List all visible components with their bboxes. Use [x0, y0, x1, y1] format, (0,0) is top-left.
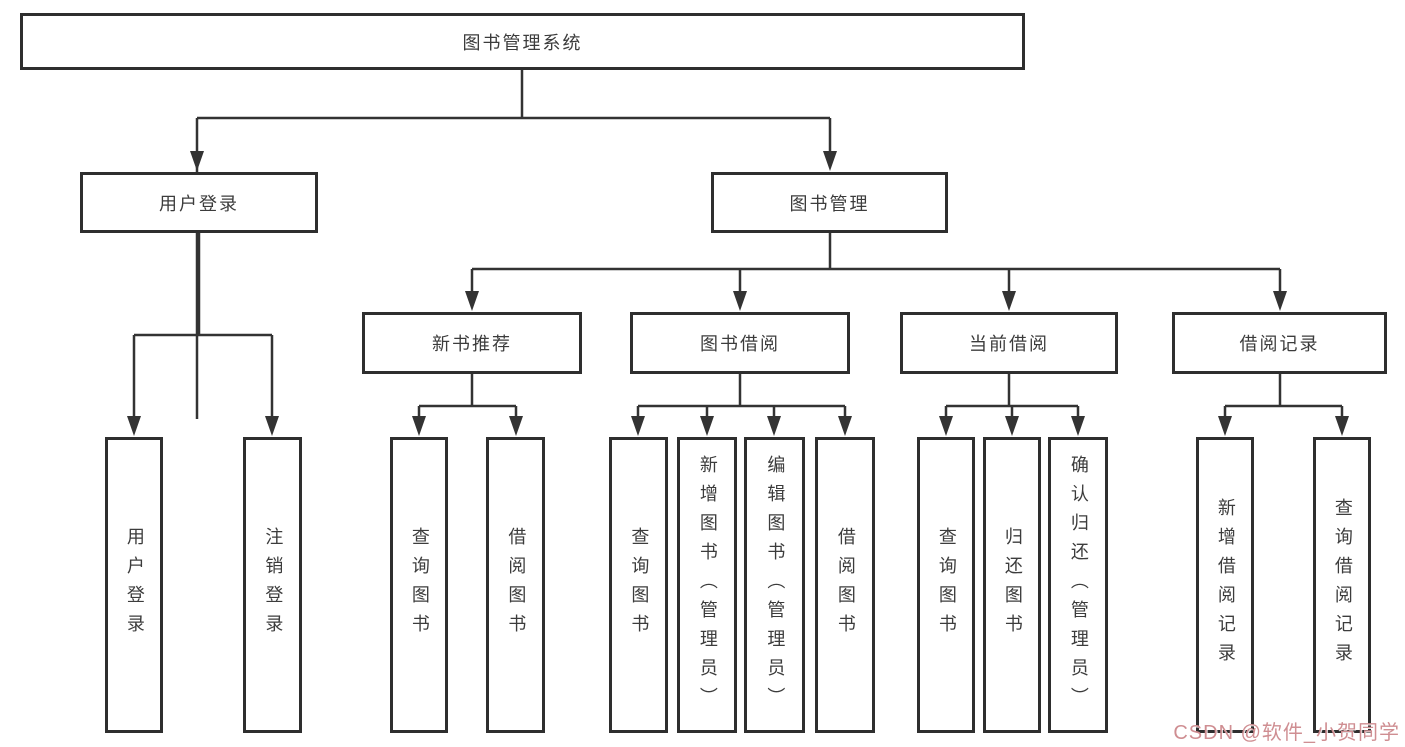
node-root-label: 图书管理系统: [462, 32, 583, 53]
leaf-cb-return-book-label: 归还图书: [1002, 527, 1023, 643]
node-book-management-label: 图书管理: [789, 193, 870, 214]
node-borrow-records-label: 借阅记录: [1239, 334, 1320, 354]
node-user-login-label: 用户登录: [159, 193, 239, 214]
node-book-borrowing: 图书借阅: [630, 312, 850, 374]
leaf-rec-query-book: 查询图书: [390, 437, 448, 733]
node-current-borrowing: 当前借阅: [900, 312, 1118, 374]
watermark: CSDN @软件_小贺同学: [1173, 722, 1400, 744]
leaf-rec-borrow-book: 借阅图书: [486, 437, 545, 733]
leaf-br-add-record-label: 新增借阅记录: [1215, 498, 1236, 672]
leaf-rec-query-book-label: 查询图书: [409, 527, 430, 643]
node-current-borrowing-label: 当前借阅: [969, 334, 1049, 354]
node-book-management: 图书管理: [711, 172, 948, 233]
node-borrow-records: 借阅记录: [1172, 312, 1387, 374]
leaf-rec-borrow-book-label: 借阅图书: [506, 527, 527, 643]
node-book-borrowing-label: 图书借阅: [700, 334, 780, 354]
node-new-book-recommend: 新书推荐: [362, 312, 582, 374]
leaf-cb-confirm-return-admin: 确认归还（管理员）: [1048, 437, 1108, 733]
leaf-cb-confirm-return-admin-label: 确认归还（管理员）: [1068, 454, 1089, 716]
leaf-logout-login: 注销登录: [243, 437, 302, 733]
node-new-book-recommend-label: 新书推荐: [432, 334, 512, 354]
leaf-br-query-record: 查询借阅记录: [1313, 437, 1371, 733]
leaf-user-login: 用户登录: [105, 437, 163, 733]
leaf-cb-query-book: 查询图书: [917, 437, 975, 733]
node-root-system: 图书管理系统: [20, 13, 1025, 70]
leaf-bb-borrow-book: 借阅图书: [815, 437, 875, 733]
leaf-bb-edit-book-admin-label: 编辑图书（管理员）: [765, 454, 786, 716]
leaf-cb-query-book-label: 查询图书: [936, 527, 957, 643]
leaf-bb-edit-book-admin: 编辑图书（管理员）: [744, 437, 805, 733]
leaf-bb-query-book-label: 查询图书: [629, 527, 650, 643]
node-user-login: 用户登录: [80, 172, 318, 233]
leaf-bb-add-book-admin: 新增图书（管理员）: [677, 437, 737, 733]
leaf-bb-add-book-admin-label: 新增图书（管理员）: [697, 454, 718, 716]
leaf-logout-login-label: 注销登录: [263, 527, 284, 643]
leaf-br-query-record-label: 查询借阅记录: [1332, 498, 1353, 672]
leaf-br-add-record: 新增借阅记录: [1196, 437, 1254, 733]
leaf-user-login-label: 用户登录: [124, 527, 145, 643]
leaf-bb-query-book: 查询图书: [609, 437, 668, 733]
leaf-bb-borrow-book-label: 借阅图书: [835, 527, 856, 643]
leaf-cb-return-book: 归还图书: [983, 437, 1041, 733]
